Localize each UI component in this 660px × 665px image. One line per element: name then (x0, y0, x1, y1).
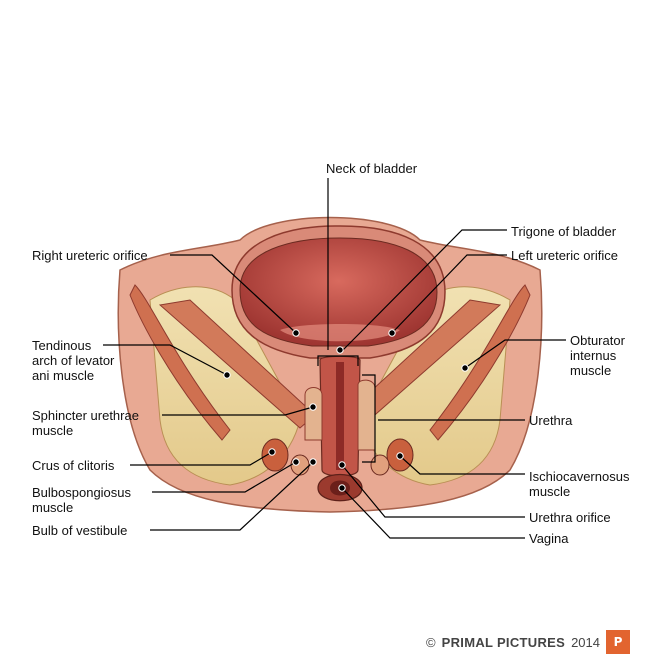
dot-ischiocavernosus (396, 452, 404, 460)
label-trigone-of-bladder: Trigone of bladder (511, 224, 617, 239)
label-neck-of-bladder: Neck of bladder (326, 161, 418, 176)
sphincter-left (304, 387, 323, 441)
dot-bulbospongiosus (292, 458, 300, 466)
leader-dots (223, 329, 469, 492)
left-crus (261, 438, 289, 472)
dot-vagina (338, 484, 346, 492)
left-obturator-muscle (129, 284, 231, 441)
logo-letter: P (613, 635, 623, 649)
dot-urethra-orifice (338, 461, 346, 469)
urethra-bracket (362, 374, 376, 463)
label-tendinous-arch: Tendinous arch of levator ani muscle (32, 338, 115, 383)
dot-right-ureteric (292, 329, 300, 337)
leader-lines (103, 178, 566, 539)
dot-crus (268, 448, 276, 456)
leader-bulbospongiosus (152, 461, 297, 493)
leader-right-ureteric (170, 254, 297, 334)
neck-bracket (317, 355, 359, 366)
copyright-symbol: © (426, 634, 436, 650)
right-fat (359, 286, 511, 486)
dot-sphincter (309, 403, 317, 411)
dot-neck (336, 346, 344, 354)
copyright-year: 2014 (571, 634, 600, 650)
label-bulb-of-vestibule: Bulb of vestibule (32, 523, 128, 538)
label-sphincter-urethrae: Sphincter urethrae muscle (32, 408, 139, 438)
label-obturator-internus: Obturator internus muscle (570, 333, 625, 378)
dot-bulb (309, 458, 317, 466)
left-bulb (290, 454, 310, 476)
sphincter-right (357, 379, 376, 451)
leader-bulb (150, 461, 314, 531)
dot-tendinous (223, 371, 231, 379)
dot-left-ureteric (388, 329, 396, 337)
copyright-footer: © PRIMAL PICTURES 2014 P (426, 630, 630, 654)
leader-crus (130, 451, 273, 466)
leader-obturator (464, 339, 566, 369)
label-left-ureteric-orifice: Left ureteric orifice (511, 248, 618, 263)
label-urethra-orifice: Urethra orifice (529, 510, 611, 525)
label-right-ureteric-orifice: Right ureteric orifice (32, 248, 148, 263)
label-vagina: Vagina (529, 531, 569, 546)
right-obturator-muscle (429, 284, 531, 441)
bladder-lumen (239, 237, 438, 347)
label-ischiocavernosus: Ischiocavernosus muscle (529, 469, 630, 499)
label-bulbospongiosus: Bulbospongiosus muscle (32, 485, 132, 515)
leader-ischiocavernosus (399, 455, 525, 475)
brand-name: PRIMAL PICTURES (441, 634, 566, 650)
leader-left-ureteric (391, 254, 507, 334)
leader-tendinous (103, 344, 228, 376)
label-urethra: Urethra (529, 413, 573, 428)
leader-urethra-orifice (341, 464, 525, 518)
dot-obturator (461, 364, 469, 372)
label-crus-of-clitoris: Crus of clitoris (32, 458, 115, 473)
leader-trigone (342, 229, 507, 351)
leader-sphincter (162, 406, 314, 416)
right-bulb (370, 454, 390, 476)
leader-vagina (341, 487, 525, 539)
urethra-lumen (336, 362, 344, 470)
trigone-highlight (280, 324, 400, 342)
primal-pictures-logo-icon: P (606, 630, 630, 654)
